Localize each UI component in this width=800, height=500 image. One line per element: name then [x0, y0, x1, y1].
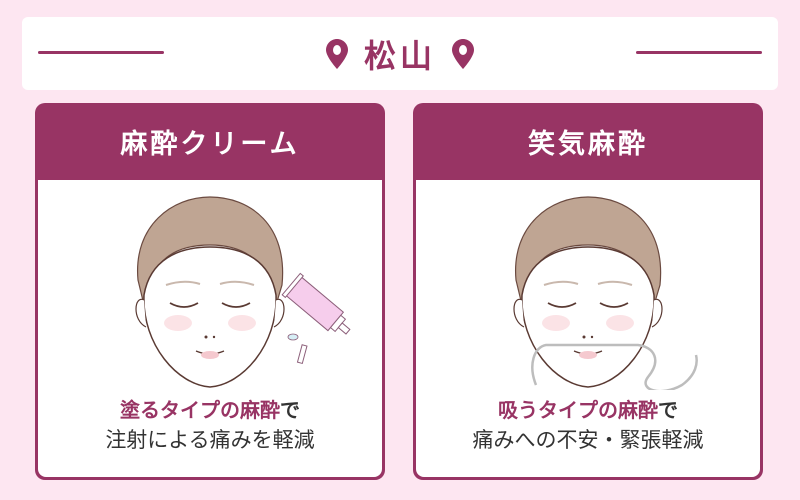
card-body: 吸うタイプの麻酔で 痛みへの不安・緊張軽減: [416, 180, 760, 477]
face-with-nasal-cannula-illustration: [513, 196, 698, 390]
face-with-cream-tube-illustration: [135, 196, 351, 388]
card-anesthetic-cream: 麻酔クリーム: [35, 103, 385, 480]
card-title: 麻酔クリーム: [120, 129, 300, 160]
map-pin-icon: [325, 38, 348, 69]
caption-line2: 注射による痛みを軽減: [105, 428, 315, 452]
card-laughing-gas: 笑気麻酔 吸うタイプの麻酔で 痛みへの不安・緊張軽減: [413, 103, 763, 480]
card-body: 塗るタイプの麻酔で 注射による痛みを軽減: [38, 180, 382, 477]
caption-line2: 痛みへの不安・緊張軽減: [472, 428, 704, 452]
decorative-line-left: [38, 51, 164, 54]
card-caption: 塗るタイプの麻酔で 注射による痛みを軽減: [38, 395, 382, 455]
title-banner: 松山: [22, 17, 778, 90]
map-pin-icon: [452, 38, 474, 69]
caption-highlight: 塗るタイプの麻酔: [120, 398, 280, 422]
caption-highlight: 吸うタイプの麻酔: [498, 398, 658, 422]
page-title: 松山: [363, 36, 436, 75]
card-caption: 吸うタイプの麻酔で 痛みへの不安・緊張軽減: [416, 395, 760, 455]
caption-suffix: で: [658, 398, 678, 422]
card-title: 笑気麻酔: [528, 129, 648, 160]
caption-suffix: で: [280, 398, 300, 422]
decorative-line-right: [636, 51, 762, 54]
